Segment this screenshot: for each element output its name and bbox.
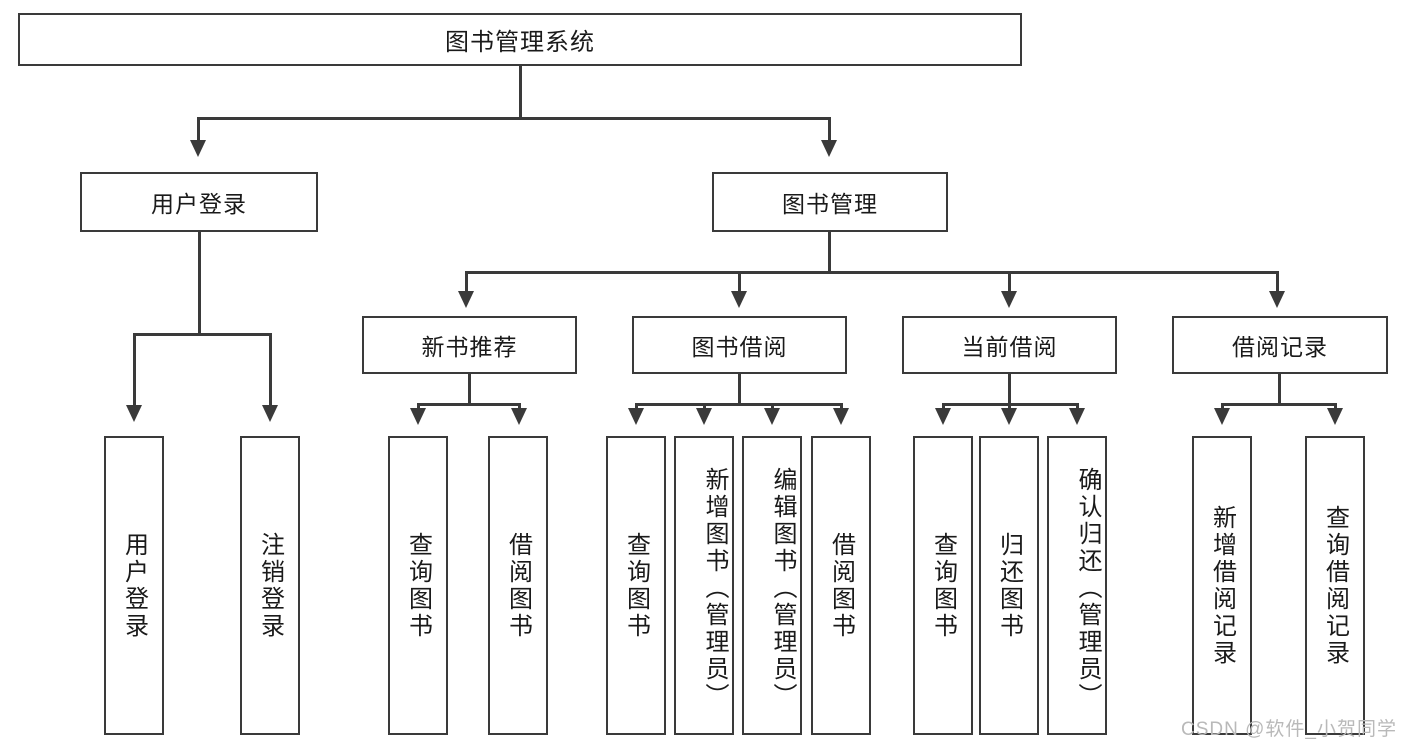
- edge-new-book-stem: [468, 374, 471, 406]
- leaf-add-record[interactable]: 新增借阅记录: [1192, 436, 1252, 735]
- arrow-user-login-to-leaf2: [262, 405, 278, 422]
- edge-user-login-stem: [198, 232, 201, 336]
- arrow-book-borrow-to-c4: [833, 408, 849, 425]
- edge-root-to-book-mgmt: [828, 117, 831, 145]
- arrow-book-mgmt-to-borrow-record: [1269, 291, 1285, 308]
- arrow-current-borrow-to-c1: [935, 408, 951, 425]
- node-book-management[interactable]: 图书管理: [712, 172, 948, 232]
- arrow-root-to-book-mgmt: [821, 140, 837, 157]
- edge-new-book-to-c2: [518, 403, 521, 411]
- arrow-current-borrow-to-c2: [1001, 408, 1017, 425]
- leaf-borrow-book-1[interactable]: 借阅图书: [488, 436, 548, 735]
- edge-book-borrow-to-c4: [840, 403, 843, 411]
- leaf-edit-book[interactable]: 编辑图书（管理员）: [742, 436, 802, 735]
- edge-borrow-record-stem: [1278, 374, 1281, 406]
- edge-book-mgmt-to-book-borrow: [738, 271, 741, 295]
- leaf-add-book[interactable]: 新增图书（管理员）: [674, 436, 734, 735]
- edge-book-mgmt-bus: [466, 271, 1279, 274]
- node-user-login[interactable]: 用户登录: [80, 172, 318, 232]
- edge-new-book-bus: [418, 403, 521, 406]
- edge-user-login-to-leaf2: [269, 333, 272, 409]
- arrow-book-mgmt-to-current-borrow: [1001, 291, 1017, 308]
- edge-root-to-user-login: [197, 117, 200, 145]
- edge-current-borrow-to-c2: [1008, 403, 1011, 411]
- edge-user-login-bus: [134, 333, 272, 336]
- edge-root-bus: [198, 117, 831, 120]
- leaf-borrow-book-2[interactable]: 借阅图书: [811, 436, 871, 735]
- edge-borrow-record-bus: [1222, 403, 1337, 406]
- edge-book-mgmt-to-current-borrow: [1008, 271, 1011, 295]
- edge-root-stem: [519, 66, 522, 119]
- arrow-new-book-to-c2: [511, 408, 527, 425]
- arrow-book-mgmt-to-new-book: [458, 291, 474, 308]
- arrow-book-borrow-to-c3: [764, 408, 780, 425]
- arrow-book-borrow-to-c1: [628, 408, 644, 425]
- arrow-borrow-record-to-c2: [1327, 408, 1343, 425]
- edge-current-borrow-bus: [943, 403, 1079, 406]
- edge-book-borrow-stem: [738, 374, 741, 406]
- edge-book-mgmt-stem: [828, 232, 831, 274]
- arrow-current-borrow-to-c3: [1069, 408, 1085, 425]
- arrow-new-book-to-c1: [410, 408, 426, 425]
- node-current-borrow[interactable]: 当前借阅: [902, 316, 1117, 374]
- edge-book-borrow-bus: [636, 403, 843, 406]
- edge-borrow-record-to-c1: [1221, 403, 1224, 411]
- edge-current-borrow-to-c1: [942, 403, 945, 411]
- arrow-book-borrow-to-c2: [696, 408, 712, 425]
- arrow-root-to-user-login: [190, 140, 206, 157]
- edge-new-book-to-c1: [417, 403, 420, 411]
- leaf-user-login[interactable]: 用户登录: [104, 436, 164, 735]
- leaf-query-book-2[interactable]: 查询图书: [606, 436, 666, 735]
- edge-book-borrow-to-c3: [771, 403, 774, 411]
- edge-borrow-record-to-c2: [1334, 403, 1337, 411]
- leaf-return-book[interactable]: 归还图书: [979, 436, 1039, 735]
- edge-user-login-to-leaf1: [133, 333, 136, 409]
- edge-book-mgmt-to-borrow-record: [1276, 271, 1279, 295]
- leaf-logout[interactable]: 注销登录: [240, 436, 300, 735]
- leaf-query-record[interactable]: 查询借阅记录: [1305, 436, 1365, 735]
- arrow-book-mgmt-to-book-borrow: [731, 291, 747, 308]
- edge-book-mgmt-to-new-book: [465, 271, 468, 295]
- leaf-query-book-1[interactable]: 查询图书: [388, 436, 448, 735]
- leaf-confirm-return[interactable]: 确认归还（管理员）: [1047, 436, 1107, 735]
- arrow-borrow-record-to-c1: [1214, 408, 1230, 425]
- edge-book-borrow-to-c2: [703, 403, 706, 411]
- node-borrow-record[interactable]: 借阅记录: [1172, 316, 1388, 374]
- watermark-text: CSDN @软件_小贺同学: [1181, 719, 1397, 740]
- node-new-book-recommend[interactable]: 新书推荐: [362, 316, 577, 374]
- edge-current-borrow-to-c3: [1076, 403, 1079, 411]
- node-root-system[interactable]: 图书管理系统: [18, 13, 1022, 66]
- edge-book-borrow-to-c1: [635, 403, 638, 411]
- node-book-borrow[interactable]: 图书借阅: [632, 316, 847, 374]
- edge-current-borrow-stem: [1008, 374, 1011, 406]
- leaf-query-book-3[interactable]: 查询图书: [913, 436, 973, 735]
- arrow-user-login-to-leaf1: [126, 405, 142, 422]
